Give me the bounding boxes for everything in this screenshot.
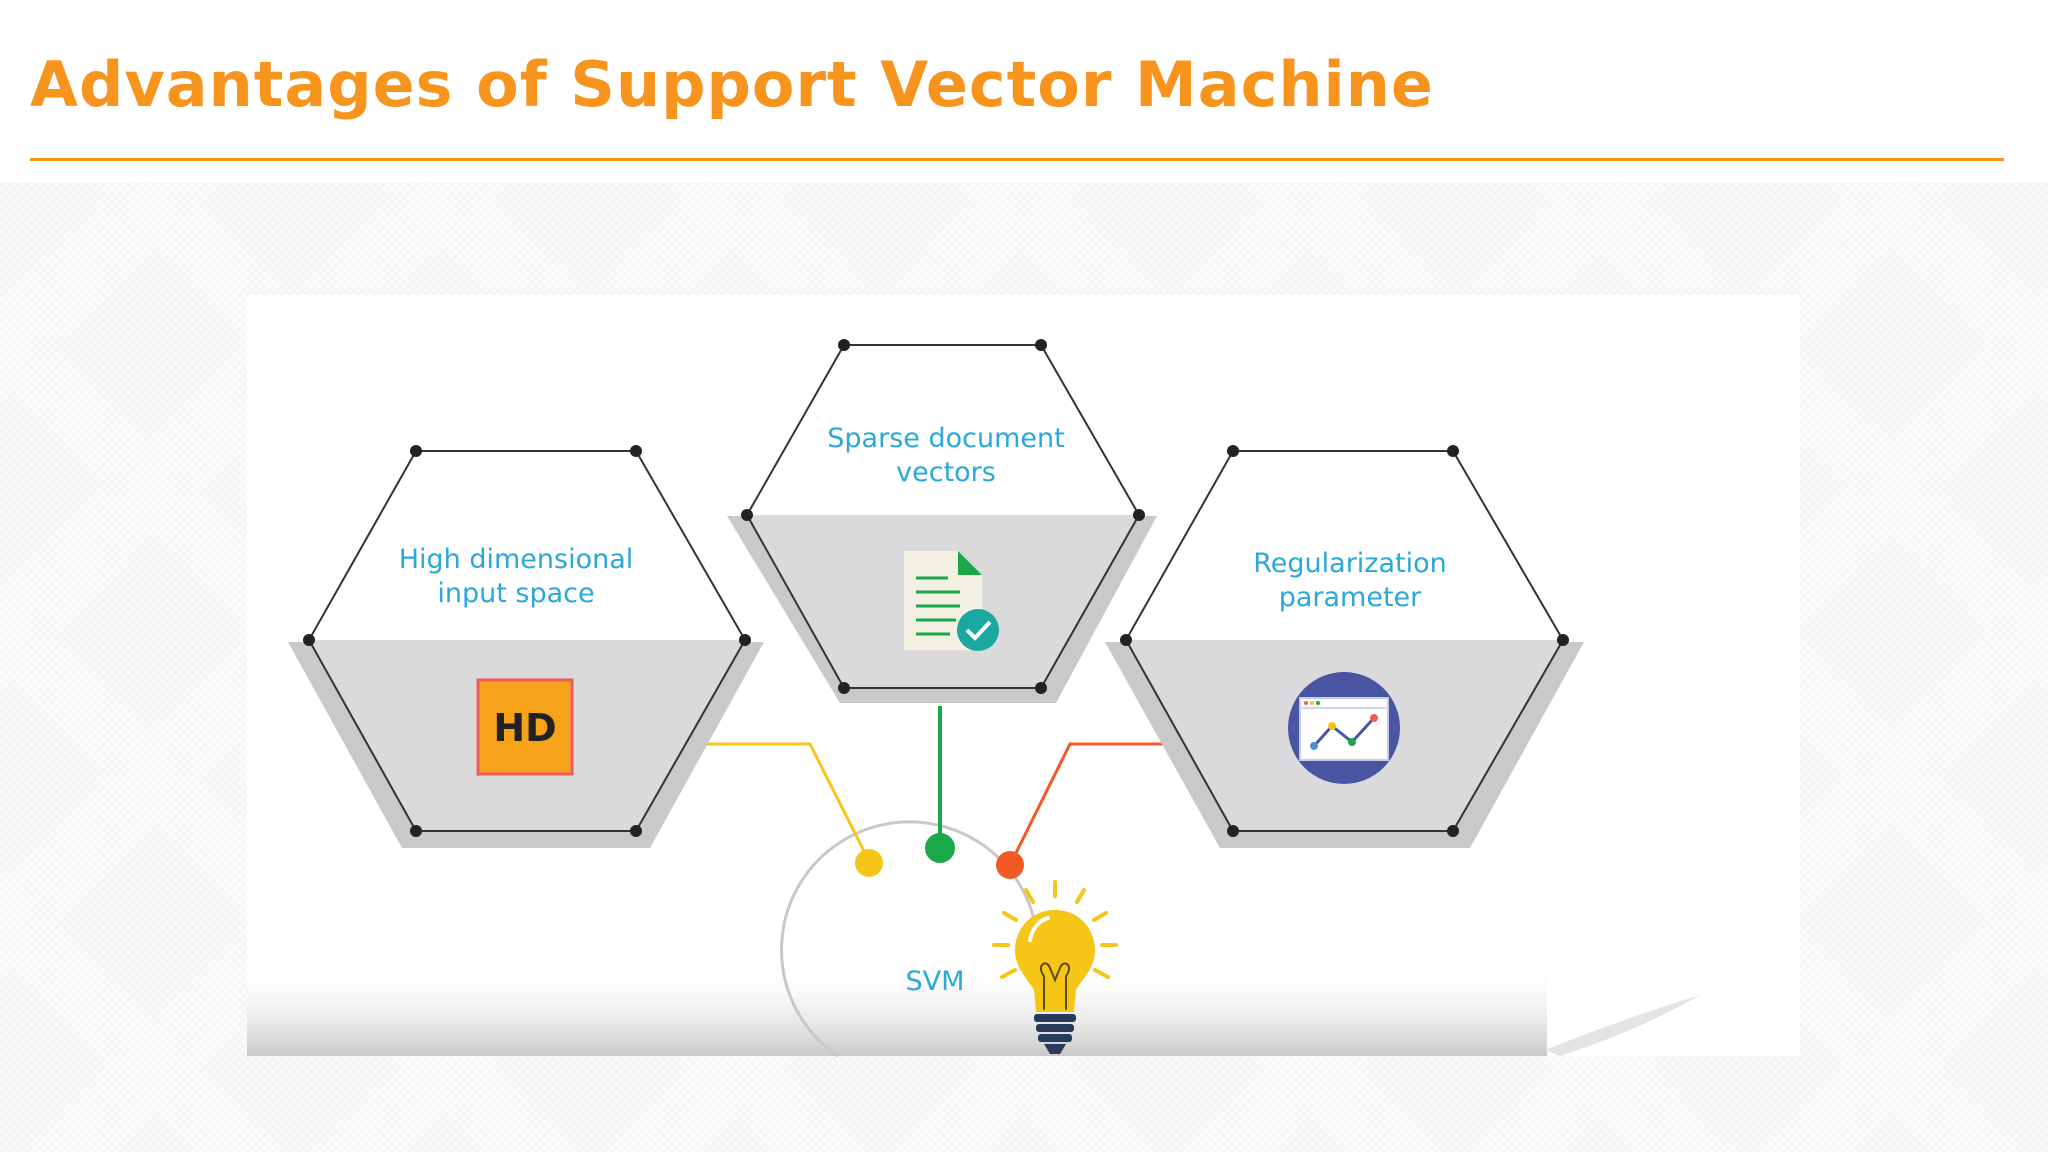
hexagon-label-line2: input space bbox=[437, 578, 594, 609]
document-check-icon bbox=[904, 551, 999, 651]
hexagon-sparse-document: Sparse document vectors bbox=[727, 339, 1157, 703]
hexagon-nodes bbox=[1120, 445, 1569, 837]
floor-edge-streak bbox=[1545, 995, 1700, 1056]
connector-orange bbox=[1008, 742, 1165, 866]
hexagon-label-line2: vectors bbox=[896, 457, 996, 488]
hd-icon-text: HD bbox=[493, 706, 556, 750]
connector-dot-green bbox=[925, 833, 955, 863]
hexagon-label-line1: Regularization bbox=[1253, 548, 1447, 579]
hexagon-label-line2: parameter bbox=[1279, 582, 1422, 613]
slide-title: Advantages of Support Vector Machine bbox=[30, 48, 1434, 121]
hexagon-label-line1: Sparse document bbox=[827, 423, 1064, 454]
hd-icon: HD bbox=[476, 678, 574, 776]
hexagon-regularization: Regularization parameter bbox=[1105, 445, 1584, 848]
chart-window-icon bbox=[1288, 672, 1400, 784]
connector-dot-orange bbox=[996, 851, 1024, 879]
svm-label: SVM bbox=[906, 966, 965, 997]
connector-yellow bbox=[700, 742, 872, 864]
hexagon-high-dimensional: High dimensional input space HD bbox=[288, 445, 764, 848]
hexagon-nodes bbox=[303, 445, 751, 837]
hexagon-nodes bbox=[741, 339, 1145, 694]
floor-shadow bbox=[247, 960, 1547, 1056]
lightbulb-icon bbox=[992, 880, 1118, 1054]
title-divider bbox=[30, 158, 2004, 161]
hexagon-label-line1: High dimensional bbox=[399, 544, 634, 575]
connector-dot-yellow bbox=[855, 849, 883, 877]
